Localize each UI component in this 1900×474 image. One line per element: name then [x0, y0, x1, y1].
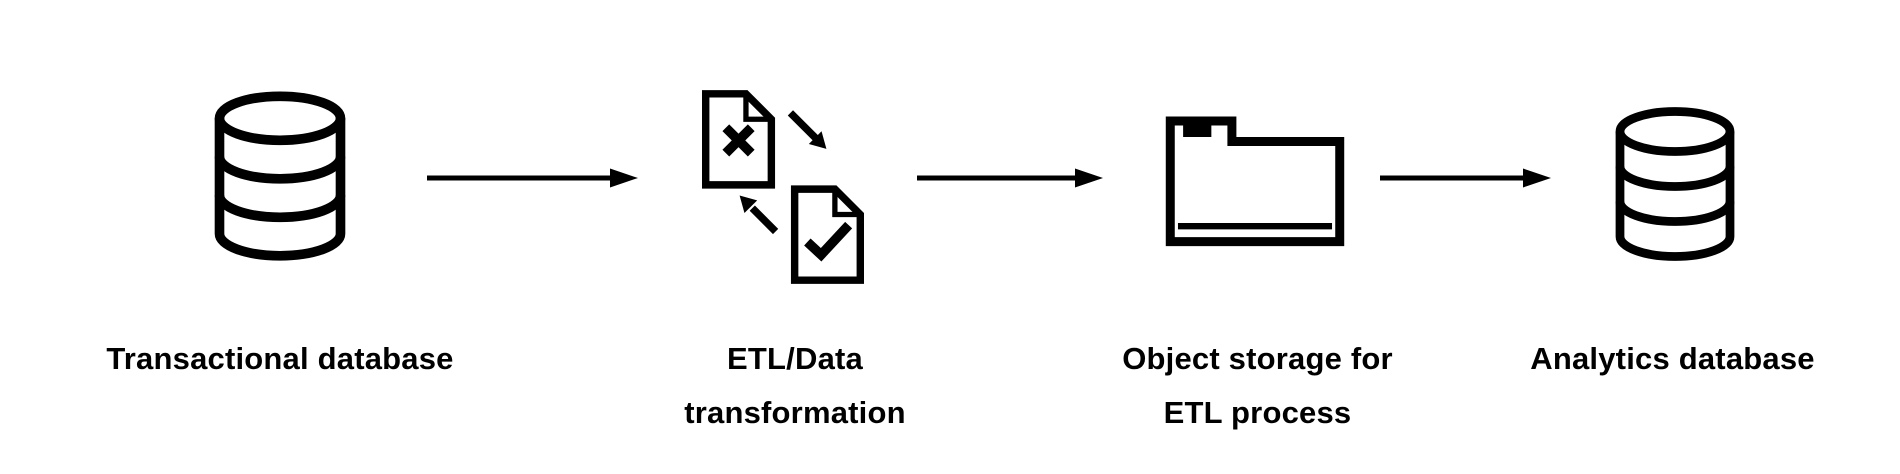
document-transform-icon — [702, 90, 864, 284]
node-label-transactional-db: Transactional database — [106, 341, 454, 376]
database-icon — [214, 91, 346, 261]
database-icon — [1615, 107, 1735, 261]
folder-icon — [1165, 116, 1345, 247]
flow-arrow-icon — [1380, 168, 1551, 188]
node-label-etl-transform: ETL/Data transformation — [684, 341, 906, 430]
flow-arrow-icon — [917, 168, 1103, 188]
node-label-analytics-db: Analytics database — [1530, 341, 1815, 376]
node-label-object-storage: Object storage for ETL process — [1122, 341, 1393, 430]
flow-arrow-icon — [427, 168, 638, 188]
